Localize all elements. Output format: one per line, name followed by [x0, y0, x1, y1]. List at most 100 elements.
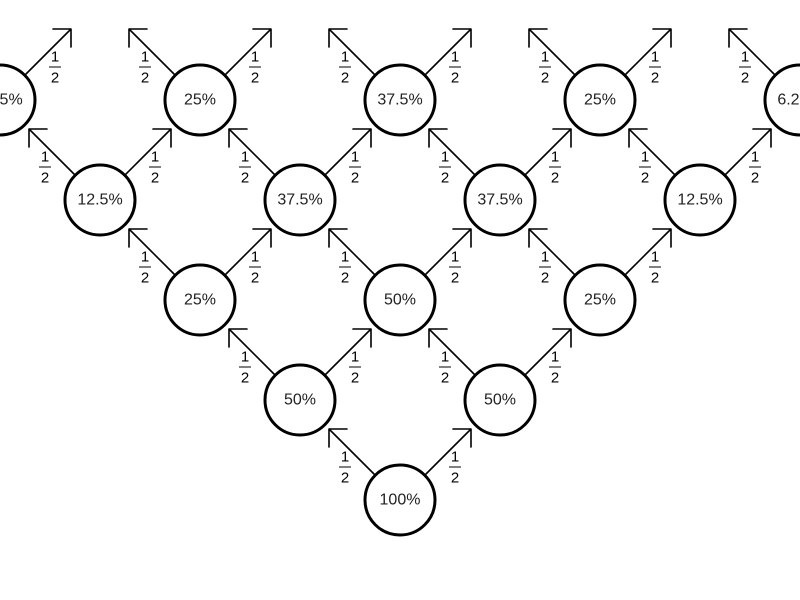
edge-probability-label: 12 — [549, 149, 561, 187]
edge-probability-label: 12 — [649, 249, 661, 287]
arrow-head — [752, 128, 772, 148]
probability-node: 12.5% — [63, 163, 137, 237]
node-circle — [63, 163, 137, 237]
arrow-shaft — [228, 328, 276, 376]
edge-probability-label: 12 — [449, 249, 461, 287]
node-percentage-label: 50% — [484, 392, 516, 409]
edge-probability-label: 12 — [539, 49, 551, 87]
edge-probability-label: 12 — [249, 249, 261, 287]
fraction-denominator: 2 — [651, 70, 659, 87]
fraction-numerator: 1 — [141, 249, 149, 266]
arrow-shaft — [224, 228, 272, 276]
probability-node: 25% — [163, 63, 237, 137]
fraction-numerator: 1 — [441, 149, 449, 166]
arrow-head — [328, 228, 348, 248]
fraction-numerator: 1 — [451, 249, 459, 266]
fraction-numerator: 1 — [651, 249, 659, 266]
arrow-up-left — [228, 328, 276, 376]
fraction-denominator: 2 — [341, 270, 349, 287]
probability-node: 50% — [363, 263, 437, 337]
fraction-denominator: 2 — [41, 170, 49, 187]
node-percentage-label: 50% — [284, 392, 316, 409]
edge-probability-label: 12 — [49, 49, 61, 87]
fraction-numerator: 1 — [541, 249, 549, 266]
arrow-shaft — [128, 28, 176, 76]
fraction-denominator: 2 — [751, 170, 759, 187]
node-circle — [663, 163, 737, 237]
fraction-denominator: 2 — [241, 370, 249, 387]
node-percentage-label: 25% — [584, 92, 616, 109]
arrow-head — [452, 228, 472, 248]
arrow-head — [428, 328, 448, 348]
arrow-head — [528, 228, 548, 248]
arrow-head — [252, 28, 272, 48]
arrow-head — [28, 128, 48, 148]
edge-probability-label: 12 — [349, 149, 361, 187]
edge-probability-label: 12 — [139, 249, 151, 287]
arrow-shaft — [624, 28, 672, 76]
arrow-head — [352, 128, 372, 148]
arrow-up-right — [724, 128, 772, 176]
fraction-denominator: 2 — [51, 70, 59, 87]
fraction-denominator: 2 — [451, 470, 459, 487]
arrow-up-left — [428, 328, 476, 376]
arrow-head — [552, 328, 572, 348]
arrow-shaft — [124, 128, 172, 176]
arrow-head — [252, 228, 272, 248]
node-circle — [363, 463, 437, 537]
fraction-numerator: 1 — [341, 449, 349, 466]
arrow-shaft — [128, 228, 176, 276]
edge-probability-label: 12 — [639, 149, 651, 187]
fraction-denominator: 2 — [551, 370, 559, 387]
node-circle — [463, 163, 537, 237]
arrow-up-left — [528, 28, 576, 76]
node-percentage-label: 37.5% — [277, 192, 322, 209]
probability-node: 25% — [563, 263, 637, 337]
fraction-denominator: 2 — [441, 370, 449, 387]
probability-node: 12.5% — [663, 163, 737, 237]
fraction-denominator: 2 — [441, 170, 449, 187]
edge-probability-label: 12 — [449, 49, 461, 87]
edge-probability-label: 12 — [249, 49, 261, 87]
node-percentage-label: 25% — [584, 292, 616, 309]
arrow-head — [128, 228, 148, 248]
arrow-head — [452, 28, 472, 48]
arrow-head — [228, 128, 248, 148]
arrow-shaft — [24, 28, 72, 76]
fraction-numerator: 1 — [551, 349, 559, 366]
fraction-numerator: 1 — [441, 349, 449, 366]
fraction-denominator: 2 — [241, 170, 249, 187]
arrow-up-right — [324, 128, 372, 176]
probability-node: 37.5% — [463, 163, 537, 237]
edge-probability-label: 12 — [239, 149, 251, 187]
arrow-shaft — [724, 128, 772, 176]
arrow-shaft — [528, 228, 576, 276]
probability-node: 50% — [263, 363, 337, 437]
fraction-denominator: 2 — [741, 70, 749, 87]
node-percentage-label: 50% — [384, 292, 416, 309]
probability-node: 25% — [563, 63, 637, 137]
node-circle — [263, 363, 337, 437]
arrow-shaft — [428, 328, 476, 376]
arrow-shaft — [28, 128, 76, 176]
arrow-up-left — [328, 228, 376, 276]
arrow-up-right — [224, 228, 272, 276]
fraction-denominator: 2 — [641, 170, 649, 187]
arrow-up-left — [328, 428, 376, 476]
node-percentage-label: 37.5% — [377, 92, 422, 109]
probability-node: 6.25% — [0, 63, 37, 137]
edge-probability-label: 12 — [749, 149, 761, 187]
fraction-denominator: 2 — [341, 70, 349, 87]
arrow-head — [628, 128, 648, 148]
fraction-denominator: 2 — [251, 270, 259, 287]
arrow-head — [128, 28, 148, 48]
arrow-up-right — [324, 328, 372, 376]
node-circle — [0, 63, 37, 137]
arrow-head — [652, 228, 672, 248]
arrow-shaft — [524, 128, 572, 176]
fraction-numerator: 1 — [641, 149, 649, 166]
arrow-head — [652, 28, 672, 48]
node-circle — [563, 263, 637, 337]
arrow-shaft — [424, 428, 472, 476]
